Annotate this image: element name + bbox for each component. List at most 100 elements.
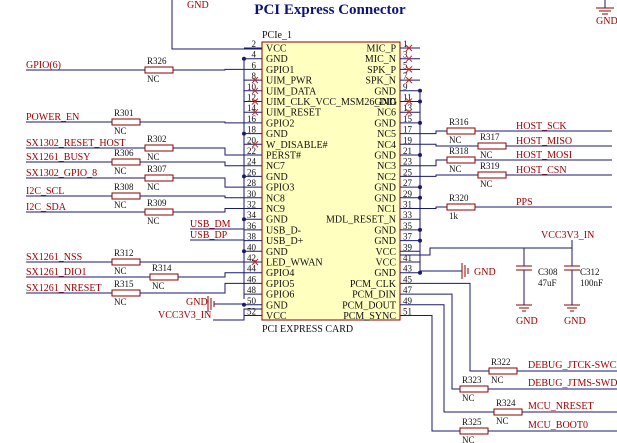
right-pin-num-15: 15	[403, 114, 413, 124]
left-resistor-0	[144, 66, 174, 74]
left-resistor-ref-3: R306	[114, 148, 134, 158]
right-pin-num-39: 39	[403, 242, 413, 252]
right-pin-num-13: 13	[403, 103, 413, 113]
left-bus-dot-8	[242, 131, 246, 136]
right-power-section: VCC3V3_IN GND C308 47uF GND C312 100nF	[400, 230, 603, 327]
right-bus-dot-18	[418, 238, 422, 243]
left-net-link-2	[173, 147, 244, 156]
right-pin-num-35: 35	[403, 221, 413, 231]
left-pin-num-16: 16	[247, 114, 257, 124]
left-net-link-1	[140, 121, 244, 124]
right-pin-name-41: VCC	[375, 258, 396, 269]
left-pin-name-22: PERST#	[266, 151, 301, 162]
right-pin-num-37: 37	[403, 232, 413, 242]
right-net-link-4	[420, 206, 447, 209]
left-pin-name-46: GPIO5	[266, 279, 294, 290]
left-pin-name-14: UIM_RESET	[266, 108, 321, 119]
right-resistor-ref-1: R317	[480, 132, 500, 142]
right-pin-name-35: GND	[374, 225, 396, 236]
left-pin-num-20: 20	[247, 135, 257, 145]
right-pin-name-45: PCM_CLK	[350, 279, 397, 290]
right-resistor-4	[446, 203, 476, 211]
left-pin-num-26: 26	[247, 167, 257, 177]
left-pin-num-10: 10	[247, 82, 257, 92]
connector-ref: PCIe_1	[262, 30, 292, 41]
left-ground-icon	[207, 296, 244, 312]
left-resistor-val-7: NC	[114, 266, 127, 276]
left-net-link-0	[173, 68, 244, 71]
left-pin-name-40: GND	[266, 247, 288, 258]
debug-resistor-3	[459, 427, 489, 435]
left-pin-num-6: 6	[252, 60, 257, 70]
left-resistor-7	[111, 258, 141, 266]
right-resistor-0	[446, 127, 476, 135]
left-pin-num-52: 52	[247, 307, 256, 317]
right-pin-num-19: 19	[403, 135, 413, 145]
right-pin-name-49: PCM_DOUT	[342, 300, 396, 311]
left-pin-num-24: 24	[247, 157, 257, 167]
right-net-label-3: HOST_CSN	[516, 165, 567, 176]
right-pin-num-47: 47	[403, 285, 413, 295]
c312-gnd-label: GND	[564, 316, 586, 327]
left-pin-name-28: GPIO3	[266, 183, 294, 194]
left-pin-num-30: 30	[247, 189, 257, 199]
right-pin-name-5: SPK_P	[367, 65, 396, 76]
right-pin-num-1: 1	[403, 39, 408, 49]
right-nets: R316NCHOST_SCKR317NCHOST_MISOR318NCHOST_…	[420, 117, 612, 221]
left-pin-num-42: 42	[247, 253, 256, 263]
top-gnd-wire	[171, 0, 262, 50]
left-pin-name-50: GND	[266, 300, 288, 311]
left-pin-name-30: NC8	[266, 193, 285, 204]
left-net-label-3: SX1261_BUSY	[26, 152, 90, 163]
left-vcc-label: VCC3V3_IN	[158, 310, 211, 321]
debug-net-link-3	[420, 315, 460, 432]
debug-net-label-2: MCU_NRESET	[528, 401, 594, 412]
right-resistor-3	[477, 171, 507, 179]
left-resistor-ref-2: R302	[147, 134, 167, 144]
left-pin-num-18: 18	[247, 125, 257, 135]
right-nc-mark-11-b	[405, 98, 413, 105]
right-resistor-1	[477, 142, 507, 150]
right-bus-dot-7	[418, 120, 422, 125]
left-bus-dot-19	[242, 249, 246, 254]
right-pin-name-1: MIC_P	[367, 44, 397, 55]
c312-ground-icon	[564, 304, 580, 312]
right-pin-name-33: MDL_RESET_N	[326, 215, 396, 226]
right-net-label-4: PPS	[516, 197, 533, 208]
left-net-label-5: I2C_SCL	[26, 186, 64, 197]
left-pin-name-6: GPIO1	[266, 65, 294, 76]
left-pin-name-18: GND	[266, 129, 288, 140]
right-pin-num-33: 33	[403, 210, 413, 220]
debug-net-link-1	[420, 293, 460, 390]
right-vcc-label: VCC3V3_IN	[541, 230, 594, 241]
right-net-label-0: HOST_SCK	[516, 121, 567, 132]
left-pin-num-36: 36	[247, 221, 257, 231]
debug-nets: R322NCDEBUG_JTCK-SWCLKR323NCDEBUG_JTMS-S…	[420, 282, 617, 443]
left-nc-mark-42-b	[251, 258, 259, 266]
left-nc-mark-10-b	[251, 87, 259, 95]
c308-ref: C308	[538, 267, 558, 277]
left-pin-num-44: 44	[247, 264, 257, 274]
c308-gnd-label: GND	[516, 316, 538, 327]
left-net-label-7: SX1261_NSS	[26, 252, 82, 263]
left-net-label-0: GPIO(6)	[26, 60, 61, 71]
right-gnd-label: GND	[474, 267, 496, 278]
right-pin-name-15: GND	[374, 118, 396, 129]
left-resistor-val-8: NC	[152, 281, 165, 291]
left-resistor-val-9: NC	[114, 297, 127, 307]
right-nc-mark-5-b	[405, 66, 413, 73]
left-resistor-ref-8: R314	[152, 263, 172, 273]
left-pin-name-44: GPIO4	[266, 268, 294, 279]
right-resistor-val-3: NC	[480, 179, 493, 189]
left-resistor-3	[111, 158, 141, 166]
left-net-label-9: SX1261_NRESET	[26, 283, 102, 294]
left-bus-dot-24	[242, 302, 246, 307]
right-pin-name-39: VCC	[375, 247, 396, 258]
right-pin-num-17: 17	[403, 125, 413, 135]
right-pin-name-29: GND	[374, 193, 396, 204]
right-resistor-ref-0: R316	[449, 117, 469, 127]
left-resistor-val-5: NC	[114, 200, 127, 210]
left-resistor-4	[144, 174, 174, 182]
